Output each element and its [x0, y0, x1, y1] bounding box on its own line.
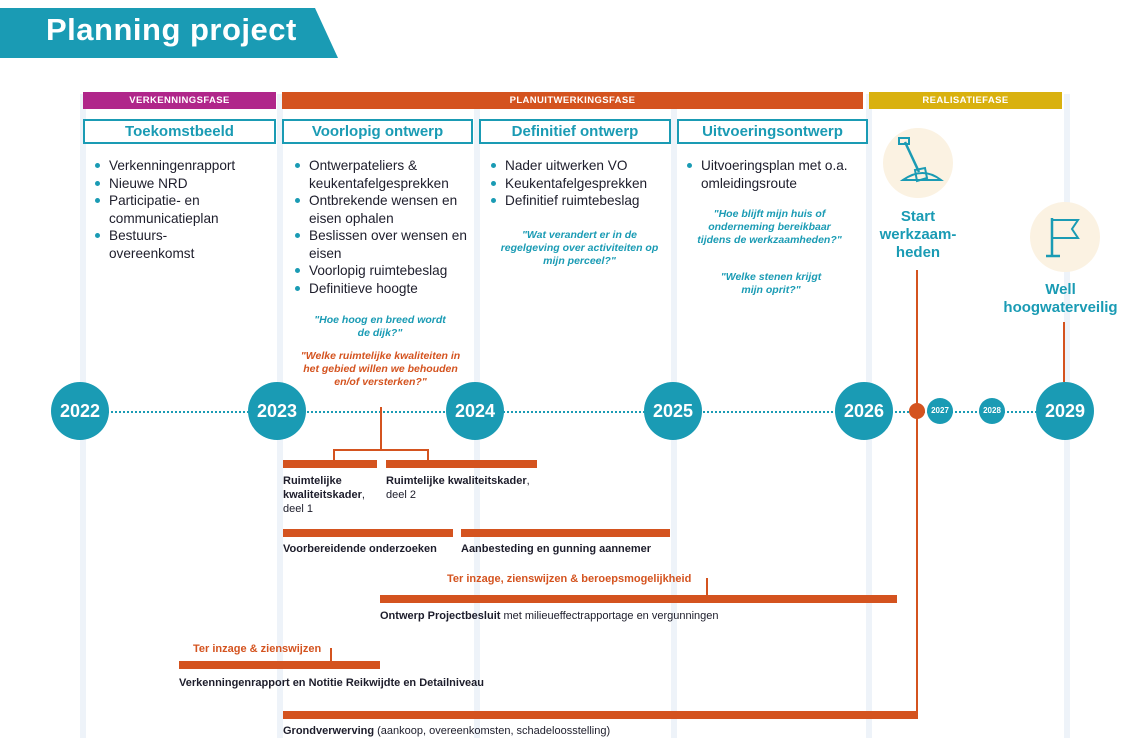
list-item: Nieuwe NRD [93, 175, 263, 193]
year-2027: 2027 [927, 398, 953, 424]
start-werkzaamheden-label: Start werkzaam-heden [879, 208, 957, 261]
flag-icon [1030, 202, 1100, 272]
rkk-connector-h [333, 449, 428, 451]
label-voorbereidend: Voorbereidende onderzoeken [283, 543, 437, 555]
box-uitvoeringsontwerp: Uitvoeringsontwerp [677, 119, 868, 144]
box-toekomstbeeld: Toekomstbeeld [83, 119, 276, 144]
year-2029: 2029 [1036, 382, 1094, 440]
ter-inzage-2-connector [330, 648, 332, 662]
label-rkk-deel1-rest: , deel 1 [283, 489, 365, 515]
rkk-connector-l [333, 449, 335, 460]
bar-aanbesteding [461, 529, 670, 537]
bar-projectbesluit [380, 595, 897, 603]
label-rkk-deel1-bold: Ruimtelijke kwaliteitskader [283, 475, 362, 501]
label-verkenningenrapport: Verkenningenrapport en Notitie Reikwijdt… [179, 677, 485, 689]
label-grondverwerving: Grondverwerving (aankoop, overeenkomsten… [283, 724, 610, 738]
label-projectbesluit-rest: met milieueffectrapportage en vergunning… [500, 610, 719, 622]
rkk-connector [380, 407, 382, 449]
quote-dijk: "Hoe hoog en breed wordt de dijk?" [314, 314, 446, 339]
label-rkk-deel1: Ruimtelijke kwaliteitskader, deel 1 [283, 474, 378, 516]
list-item: Voorlopig ruimtebeslag [293, 262, 473, 280]
list-item: Beslissen over wensen en eisen [293, 227, 473, 262]
year-2026: 2026 [835, 382, 893, 440]
bar-grondverwerving [283, 711, 918, 719]
list-item: Uitvoeringsplan met o.a. omleidingsroute [685, 157, 860, 192]
label-rkk-deel2-rest: , deel 2 [386, 475, 530, 501]
list-item: Nader uitwerken VO [489, 157, 669, 175]
year-2023: 2023 [248, 382, 306, 440]
bar-rkk-deel1 [283, 460, 377, 468]
list-item: Participatie- en communicatieplan [93, 192, 229, 227]
list-item: Verkenningenrapport [93, 157, 263, 175]
phase-verkenning: VERKENNINGSFASE [83, 92, 276, 109]
well-hoogwaterveilig-label: Well hoogwaterveilig [1003, 281, 1118, 316]
label-projectbesluit-bold: Ontwerp Projectbesluit [380, 610, 501, 622]
year-2022: 2022 [51, 382, 109, 440]
label-ter-inzage-2: Ter inzage & zienswijzen [193, 643, 322, 655]
rkk-connector-r [427, 449, 429, 460]
start-connector [916, 270, 918, 717]
quote-oprit: "Welke stenen krijgt mijn oprit?" [720, 271, 822, 296]
list-item: Keukentafelgesprekken [489, 175, 669, 193]
box-definitief-ontwerp: Definitief ontwerp [479, 119, 671, 144]
label-grondverwerving-bold: Grondverwerving [283, 725, 375, 737]
shovel-icon [883, 128, 953, 198]
list-item: Bestuurs-overeenkomst [93, 227, 209, 262]
list-item: Definitieve hoogte [293, 280, 473, 298]
bar-verkenningenrapport [179, 661, 380, 669]
label-rkk-deel2: Ruimtelijke kwaliteitskader, deel 2 [386, 474, 546, 502]
label-ter-inzage-1: Ter inzage, zienswijzen & beroepsmogelij… [447, 573, 692, 585]
phase-planuitwerking: PLANUITWERKINGSFASE [282, 92, 863, 109]
title-banner [0, 8, 338, 58]
timeline-line [80, 411, 1080, 413]
list-voorlopig: Ontwerpateliers & keukentafelgesprekken … [293, 157, 473, 297]
list-definitief: Nader uitwerken VO Keukentafelgesprekken… [489, 157, 669, 210]
list-item: Ontbrekende wensen en eisen ophalen [293, 192, 473, 227]
list-item: Ontwerpateliers & keukentafelgesprekken [293, 157, 473, 192]
bar-rkk-deel2 [386, 460, 537, 468]
box-voorlopig-ontwerp: Voorlopig ontwerp [282, 119, 473, 144]
bar-voorbereidend [283, 529, 453, 537]
label-rkk-deel2-bold: Ruimtelijke kwaliteitskader [386, 475, 527, 487]
page-title: Planning project [46, 12, 297, 47]
ter-inzage-1-connector [706, 578, 708, 596]
phase-realisatie: REALISATIEFASE [869, 92, 1062, 109]
label-grondverwerving-rest: (aankoop, overeenkomsten, schadeloosstel… [374, 725, 611, 737]
list-toekomstbeeld: Verkenningenrapport Nieuwe NRD Participa… [93, 157, 263, 262]
well-connector [1063, 322, 1065, 382]
quote-regelgeving: "Wat verandert er in de regelgeving over… [500, 229, 659, 267]
list-uitvoering: Uitvoeringsplan met o.a. omleidingsroute [685, 157, 860, 192]
label-aanbesteding: Aanbesteding en gunning aannemer [461, 543, 652, 555]
year-2028: 2028 [979, 398, 1005, 424]
label-projectbesluit: Ontwerp Projectbesluit met milieueffectr… [380, 609, 719, 623]
quote-bereikbaar: "Hoe blijft mijn huis of onderneming ber… [697, 208, 842, 246]
quote-kwaliteiten: "Welke ruimtelijke kwaliteiten in het ge… [300, 350, 461, 388]
list-item: Definitief ruimtebeslag [489, 192, 669, 210]
year-2024: 2024 [446, 382, 504, 440]
year-2025: 2025 [644, 382, 702, 440]
